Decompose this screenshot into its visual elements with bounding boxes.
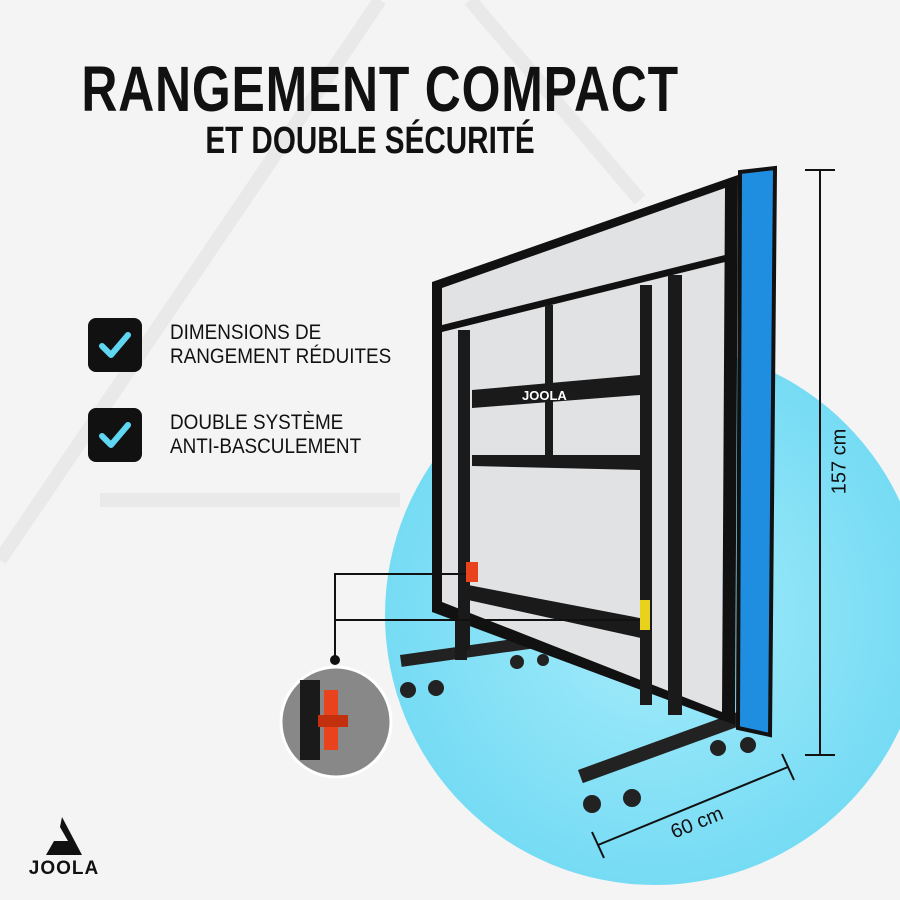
latch-red <box>466 562 478 582</box>
table-logo: JOOLA <box>522 388 567 403</box>
callout-lines <box>334 573 640 660</box>
feature-line: RANGEMENT RÉDUITES <box>170 345 392 368</box>
feature-line: DIMENSIONS DE <box>170 321 322 344</box>
feature-line: DOUBLE SYSTÈME <box>170 411 344 434</box>
feature-item: DIMENSIONS DE RANGEMENT RÉDUITES <box>88 318 416 372</box>
height-dimension-label: 157 cm <box>828 428 851 495</box>
dimension-lines <box>591 169 835 859</box>
checkmark-icon <box>88 318 142 372</box>
table-half-back <box>735 165 778 738</box>
background-lines <box>0 0 646 564</box>
page-title: RANGEMENT COMPACT <box>81 53 679 125</box>
page-subtitle: ET DOUBLE SÉCURITÉ <box>205 120 535 162</box>
feature-item: DOUBLE SYSTÈME ANTI-BASCULEMENT <box>88 408 382 462</box>
brand-name: JOOLA <box>28 858 100 879</box>
latch-yellow <box>640 600 650 630</box>
joola-logo-icon <box>46 817 82 855</box>
feature-line: ANTI-BASCULEMENT <box>170 435 362 458</box>
table-base <box>400 634 756 813</box>
checkmark-icon <box>88 408 142 462</box>
